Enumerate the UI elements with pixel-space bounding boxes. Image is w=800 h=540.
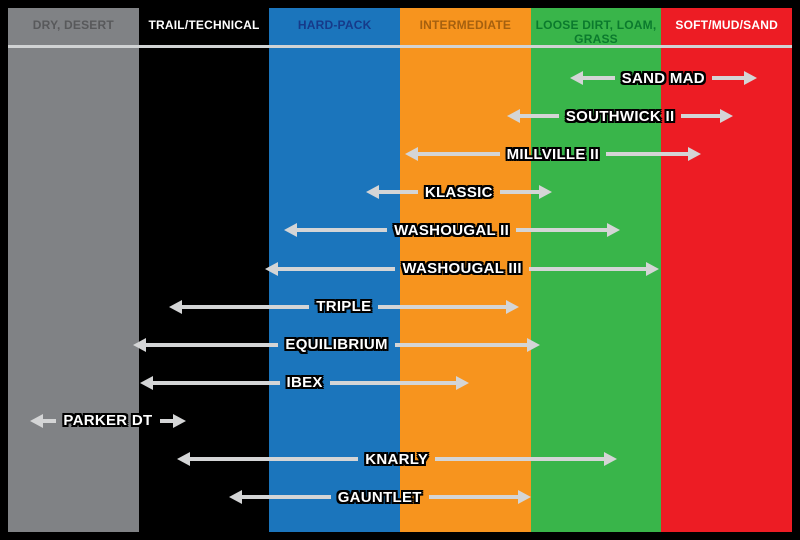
arrow-line-left: [379, 190, 418, 195]
arrow-line-right: [681, 114, 721, 119]
terrain-column-label: HARD-PACK: [297, 18, 372, 32]
tire-range-arrows-layer: SAND MAD SOUTHWICK II MILLVILLE II KLASSIC W…: [8, 8, 792, 532]
tire-name-label: KLASSIC: [424, 183, 493, 201]
arrow-line-left: [152, 380, 280, 385]
arrow-line-right: [606, 152, 688, 157]
arrow-right-icon: [526, 337, 540, 352]
arrow-line-right: [711, 76, 744, 80]
arrow-line-right: [159, 418, 173, 423]
tire-name-label: GAUNTLET: [337, 488, 422, 506]
arrow-line-left: [418, 152, 500, 157]
tire-name-label: WASHOUGAL III: [402, 260, 522, 277]
tire-range-triple: TRIPLE: [168, 296, 519, 318]
arrow-right-icon: [720, 109, 734, 124]
arrow-line-left: [582, 76, 615, 80]
arrow-line-left: [189, 457, 359, 461]
tire-range-millville-ii: MILLVILLE II: [405, 143, 701, 165]
tire-name-label: MILLVILLE II: [506, 145, 600, 163]
arrow-line-left: [181, 304, 310, 309]
terrain-column-label: LOOSE DIRT, LOAM, GRASS: [535, 18, 657, 47]
tire-range-washougal-iii: WASHOUGAL III: [265, 258, 659, 280]
arrow-left-icon: [366, 185, 380, 200]
tire-range-knarly: KNARLY: [176, 448, 617, 470]
arrow-line-left: [520, 114, 559, 119]
arrow-right-icon: [645, 261, 659, 276]
tire-range-southwick-ii: SOUTHWICK II: [507, 105, 734, 127]
tire-name-label: SAND MAD: [621, 69, 705, 87]
tire-name-label: TRIPLE: [316, 298, 372, 316]
arrow-left-icon: [30, 413, 44, 428]
arrow-left-icon: [139, 375, 153, 390]
arrow-left-icon: [507, 109, 521, 124]
arrow-left-icon: [176, 452, 190, 466]
terrain-column-label: DRY, DESERT: [32, 18, 114, 32]
tire-name-label: WASHOUGAL II: [394, 221, 510, 239]
arrow-line-right: [435, 457, 604, 461]
terrain-column-0: DRY, DESERT: [8, 8, 139, 532]
arrow-line-left: [146, 342, 279, 347]
tire-range-klassic: KLASSIC: [366, 181, 552, 203]
tire-range-washougal-ii: WASHOUGAL II: [283, 219, 620, 241]
terrain-column-5: SOFT/MUD/SAND: [661, 8, 792, 532]
arrow-left-icon: [283, 223, 297, 238]
arrow-left-icon: [133, 337, 147, 352]
arrow-left-icon: [168, 299, 182, 314]
terrain-column-label: INTERMEDIATE: [419, 18, 512, 32]
terrain-column-3: INTERMEDIATE: [400, 8, 531, 532]
tire-name-label: PARKER DT: [63, 412, 153, 430]
tire-name-label: KNARLY: [365, 450, 429, 468]
arrow-line-right: [378, 304, 506, 309]
arrow-line-right: [516, 228, 607, 233]
arrow-left-icon: [405, 147, 419, 162]
arrow-line-left: [241, 495, 331, 500]
arrow-line-left: [296, 228, 388, 233]
arrow-right-icon: [505, 299, 519, 314]
arrow-left-icon: [569, 71, 583, 85]
header-divider-line: [8, 45, 792, 48]
tire-range-parker-dt: PARKER DT: [30, 410, 186, 432]
arrow-left-icon: [228, 490, 242, 505]
arrow-line-right: [499, 190, 539, 195]
arrow-right-icon: [603, 452, 617, 466]
arrow-right-icon: [606, 223, 620, 238]
tire-range-ibex: IBEX: [139, 372, 470, 394]
arrow-right-icon: [172, 413, 186, 428]
tire-name-label: IBEX: [286, 374, 323, 392]
tire-terrain-chart: DRY, DESERT TRAIL/TECHNICAL HARD-PACK INTER…: [8, 8, 792, 532]
terrain-column-label: SOFT/MUD/SAND: [675, 18, 778, 32]
arrow-right-icon: [456, 375, 470, 390]
tire-name-label: EQUILIBRIUM: [285, 336, 388, 354]
arrow-right-icon: [517, 490, 531, 505]
terrain-column-label: TRAIL/TECHNICAL: [148, 18, 260, 32]
arrow-line-right: [394, 342, 527, 347]
arrow-left-icon: [265, 261, 279, 276]
arrow-line-left: [278, 266, 396, 271]
arrow-right-icon: [538, 185, 552, 200]
arrow-line-right: [428, 495, 518, 500]
tire-name-label: SOUTHWICK II: [565, 107, 675, 125]
arrow-right-icon: [743, 71, 757, 85]
arrow-line-right: [329, 380, 457, 385]
tire-range-equilibrium: EQUILIBRIUM: [133, 334, 540, 356]
arrow-line-right: [528, 266, 646, 271]
tire-range-gauntlet: GAUNTLET: [228, 486, 531, 508]
tire-range-sand-mad: SAND MAD: [569, 67, 757, 89]
terrain-column-1: TRAIL/TECHNICAL: [138, 8, 270, 532]
arrow-line-left: [43, 418, 57, 423]
arrow-right-icon: [687, 147, 701, 162]
